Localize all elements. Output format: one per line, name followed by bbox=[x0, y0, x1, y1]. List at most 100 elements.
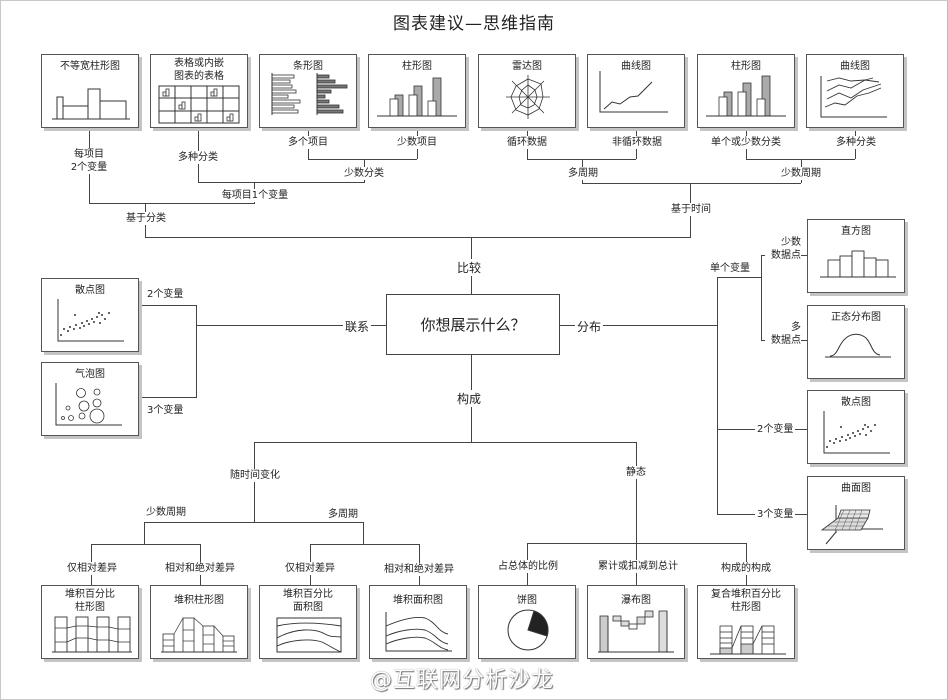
card-title: 饼图 bbox=[517, 595, 537, 606]
label-line: 少数 bbox=[781, 237, 801, 248]
label-non-cyclic-data: 非循环数据 bbox=[612, 136, 662, 149]
card-title-line: 柱形图 bbox=[75, 602, 105, 613]
label-line: 数据点 bbox=[771, 335, 801, 346]
table-with-embedded-charts-icon bbox=[158, 85, 240, 124]
card-title: 散点图 bbox=[841, 397, 871, 408]
chart-card-stacked-column[interactable]: 堆积柱形图 bbox=[150, 585, 248, 659]
connector bbox=[144, 522, 363, 523]
stacked-100-column-with-subcomponents-icon bbox=[710, 625, 786, 655]
label-one-var-per-item: 每项目1个变量 bbox=[221, 189, 289, 202]
connector bbox=[145, 237, 691, 238]
scatter-dot bbox=[864, 424, 866, 426]
scatter-dot bbox=[75, 324, 77, 326]
label-many-data-points: 多 数据点 bbox=[765, 321, 801, 347]
chart-card-stacked-100-column[interactable]: 堆积百分比 柱形图 bbox=[41, 585, 139, 659]
multi-line-chart-icon bbox=[820, 76, 887, 118]
scatter-dot bbox=[98, 312, 100, 314]
scatter-dot bbox=[99, 322, 101, 324]
scatter-dot bbox=[865, 434, 867, 436]
card-title-line: 复合堆积百分比 bbox=[711, 589, 781, 600]
branch-relationship-label[interactable]: 联系 bbox=[343, 318, 372, 335]
scatter-dot bbox=[73, 328, 75, 330]
card-title: 曲线图 bbox=[840, 61, 870, 72]
scatter-dot bbox=[86, 320, 88, 322]
chart-card-table-embedded[interactable]: 表格或内嵌 图表的表格 bbox=[150, 54, 248, 128]
connector bbox=[558, 325, 718, 326]
scatter-dot bbox=[847, 434, 849, 436]
chart-card-stacked-area[interactable]: 堆积面积图 bbox=[369, 585, 467, 659]
scatter-dot bbox=[829, 440, 831, 442]
connector bbox=[254, 442, 636, 443]
card-title: 不等宽柱形图 bbox=[60, 61, 120, 72]
chart-card-surface[interactable]: 曲面图 bbox=[807, 476, 905, 550]
label-few-items: 少数项目 bbox=[397, 136, 437, 149]
connector bbox=[196, 305, 197, 398]
label-single-or-few-categories: 单个或少数分类 bbox=[711, 136, 781, 149]
scatter-plot-icon bbox=[823, 411, 890, 454]
chart-card-line[interactable]: 曲线图 bbox=[587, 54, 685, 128]
scatter-dot bbox=[845, 439, 847, 441]
scatter-dot bbox=[101, 314, 103, 316]
label-time-based: 基于时间 bbox=[671, 203, 711, 216]
scatter-dot bbox=[849, 437, 851, 439]
chart-card-scatter-distribution[interactable]: 散点图 bbox=[807, 390, 905, 464]
branch-comparison-label[interactable]: 比较 bbox=[455, 259, 484, 276]
chart-card-pie[interactable]: 饼图 bbox=[478, 585, 576, 659]
scatter-dot bbox=[60, 334, 62, 336]
branch-distribution-label[interactable]: 分布 bbox=[575, 318, 604, 335]
label-three-variables: 3个变量 bbox=[147, 404, 184, 417]
connector bbox=[717, 277, 718, 514]
chart-card-waterfall[interactable]: 瀑布图 bbox=[587, 585, 685, 659]
line-chart-icon bbox=[599, 71, 668, 113]
card-title: 曲面图 bbox=[841, 483, 871, 494]
label-line: 多 bbox=[791, 322, 801, 333]
scatter-dot bbox=[88, 323, 90, 325]
card-title-line: 图表的表格 bbox=[174, 71, 224, 82]
normal-distribution-icon bbox=[825, 333, 891, 358]
chart-card-variable-width-column[interactable]: 不等宽柱形图 bbox=[41, 54, 139, 128]
chart-card-histogram[interactable]: 直方图 bbox=[807, 219, 905, 293]
label-few-periods: 少数周期 bbox=[146, 506, 186, 519]
chart-card-column[interactable]: 柱形图 bbox=[368, 54, 466, 128]
branch-composition-label[interactable]: 构成 bbox=[455, 390, 484, 407]
scatter-dot bbox=[67, 330, 69, 332]
scatter-dot bbox=[852, 432, 854, 434]
chart-card-scatter[interactable]: 散点图 bbox=[41, 278, 139, 352]
card-title: 气泡图 bbox=[75, 369, 105, 380]
chart-card-stacked-100-area[interactable]: 堆积百分比 面积图 bbox=[259, 585, 357, 659]
label-many-periods: 多周期 bbox=[328, 508, 358, 521]
chart-card-radar[interactable]: 雷达图 bbox=[478, 54, 576, 128]
central-question-node[interactable]: 你想展示什么？ bbox=[386, 294, 560, 355]
scatter-dot bbox=[108, 312, 110, 314]
chart-card-normal-distribution[interactable]: 正态分布图 bbox=[807, 305, 905, 379]
label-multi-categories: 多种分类 bbox=[836, 136, 876, 149]
card-title: 堆积面积图 bbox=[393, 595, 443, 606]
connector bbox=[198, 182, 365, 183]
stacked-column-icon bbox=[161, 617, 237, 653]
chart-card-multi-line[interactable]: 曲线图 bbox=[806, 54, 904, 128]
chart-card-stacked-100-column-subcomponents[interactable]: 复合堆积百分比 柱形图 bbox=[697, 585, 795, 659]
card-title: 正态分布图 bbox=[831, 312, 881, 323]
chart-card-column-time[interactable]: 柱形图 bbox=[697, 54, 795, 128]
scatter-dot bbox=[859, 433, 861, 435]
label-line: 2个变量 bbox=[70, 162, 108, 173]
chart-card-bar[interactable]: 条形图 bbox=[259, 54, 357, 128]
label-per-item-two-vars: 每项目 2个变量 bbox=[70, 148, 108, 174]
scatter-dot bbox=[854, 435, 856, 437]
waterfall-chart-icon bbox=[598, 610, 674, 653]
chart-card-bubble[interactable]: 气泡图 bbox=[41, 362, 139, 436]
scatter-dot bbox=[840, 426, 842, 428]
label-two-variables: 2个变量 bbox=[755, 423, 796, 436]
card-title-line: 面积图 bbox=[293, 602, 323, 613]
scatter-dot bbox=[79, 327, 81, 329]
connector bbox=[761, 255, 762, 340]
label-few-periods: 少数周期 bbox=[781, 167, 821, 180]
card-title: 雷达图 bbox=[512, 61, 542, 72]
connector bbox=[746, 159, 855, 160]
radar-chart-icon bbox=[506, 75, 550, 119]
label-cyclic-data: 循环数据 bbox=[507, 136, 547, 149]
scatter-dot bbox=[867, 426, 869, 428]
card-title: 瀑布图 bbox=[621, 595, 651, 606]
stacked-100-column-icon bbox=[52, 616, 132, 653]
scatter-plot-icon bbox=[57, 299, 124, 342]
